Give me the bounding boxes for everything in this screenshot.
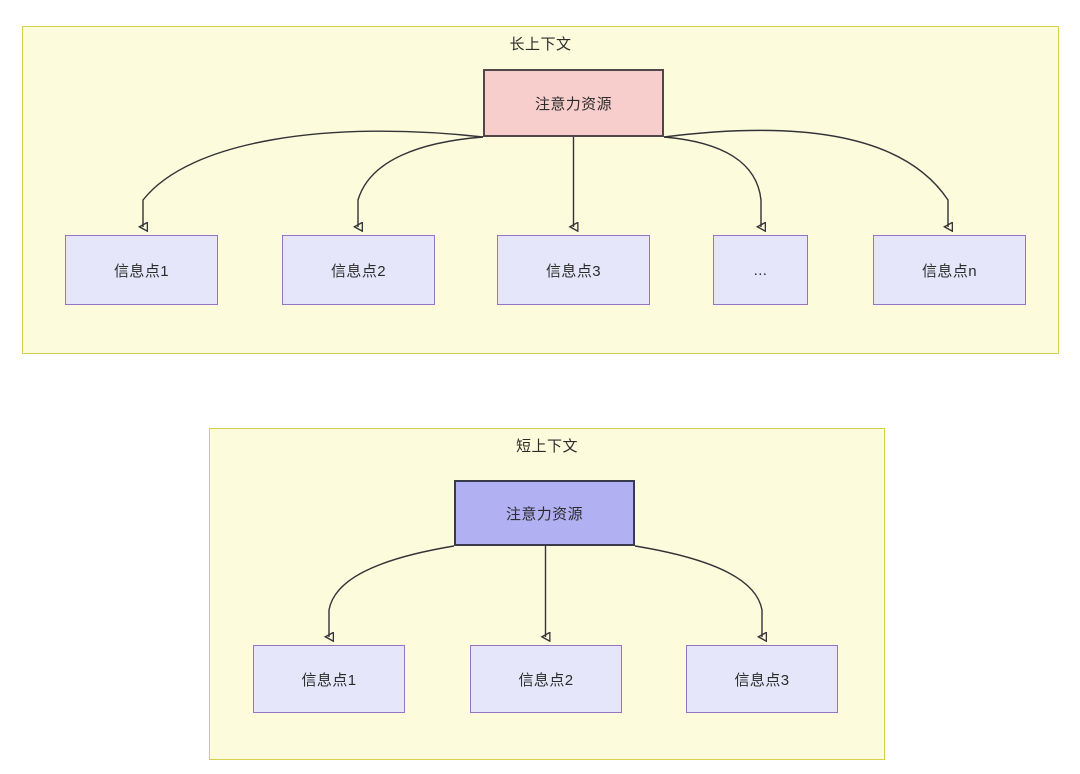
node-info-point-short-3-label: 信息点3 xyxy=(734,671,790,689)
node-info-point-long-ellipsis-label: ... xyxy=(753,261,768,279)
node-attention-resource-short-label: 注意力资源 xyxy=(505,505,583,523)
node-info-point-long-1-label: 信息点1 xyxy=(114,262,169,280)
node-attention-resource-long-label: 注意力资源 xyxy=(534,95,612,113)
node-info-point-long-1[interactable]: 信息点1 xyxy=(65,235,218,305)
node-info-point-long-3[interactable]: 信息点3 xyxy=(497,235,650,305)
node-info-point-long-ellipsis[interactable]: ... xyxy=(713,235,808,305)
node-info-point-short-2[interactable]: 信息点2 xyxy=(470,645,622,713)
node-info-point-long-3-label: 信息点3 xyxy=(546,262,601,280)
node-info-point-short-2-label: 信息点2 xyxy=(518,671,574,689)
node-info-point-long-n-label: 信息点n xyxy=(922,262,977,280)
node-attention-resource-long[interactable]: 注意力资源 xyxy=(483,69,664,137)
node-info-point-short-1-label: 信息点1 xyxy=(301,671,357,689)
panel-long-context-title: 长上下文 xyxy=(509,36,572,53)
node-info-point-long-2[interactable]: 信息点2 xyxy=(282,235,435,305)
node-info-point-long-2-label: 信息点2 xyxy=(331,262,386,280)
node-info-point-short-3[interactable]: 信息点3 xyxy=(686,645,838,713)
panel-short-context-title: 短上下文 xyxy=(515,438,578,455)
node-attention-resource-short[interactable]: 注意力资源 xyxy=(454,480,635,546)
node-info-point-short-1[interactable]: 信息点1 xyxy=(253,645,405,713)
node-info-point-long-n[interactable]: 信息点n xyxy=(873,235,1026,305)
